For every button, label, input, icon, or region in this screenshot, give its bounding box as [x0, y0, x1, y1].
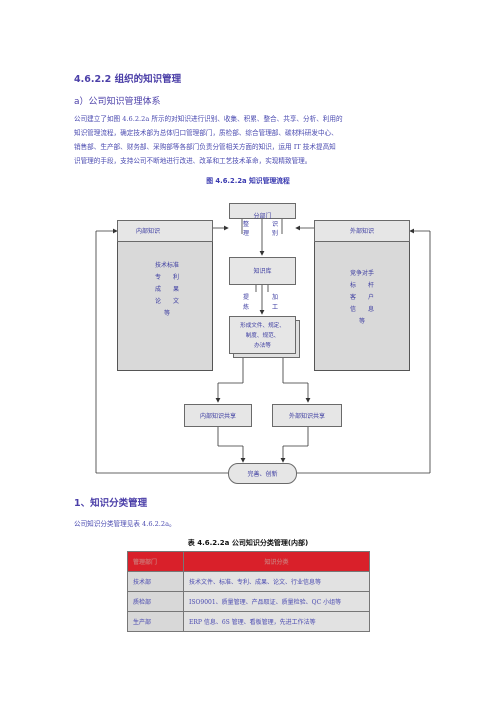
internal-knowledge-list: 技术标准 专 利 成 果 论 文 等 — [132, 260, 202, 340]
label-char: 炼 — [243, 304, 250, 311]
label-char: 加 — [272, 294, 279, 301]
external-knowledge-title: 外部知识 — [314, 220, 410, 242]
cell-department: 技术部 — [127, 571, 184, 592]
external-item: 标 杆 — [349, 282, 374, 289]
cell-department: 质检部 — [127, 591, 184, 612]
label-char: 工 — [272, 304, 279, 311]
label-char: 识 — [272, 221, 279, 228]
formed-docs-line: 形成文件、规定、 — [240, 323, 285, 329]
improve-box: 完善、创新 — [228, 463, 297, 484]
table-caption: 表 4.6.2.2a 公司知识分类管理(内部) — [187, 539, 309, 547]
table-header-row: 管理部门 知识分类 — [127, 551, 370, 572]
internal-item: 技术标准 — [154, 262, 179, 269]
table-row: 生产部 ERP 信息、6S 管理、看板管理，先进工作法等 — [127, 611, 370, 632]
collect-label-left: 整 理 — [243, 220, 249, 238]
table-row: 技术部 技术文件、标准、专利、成果、论文、行业信息等 — [127, 571, 370, 592]
external-share-box: 外部知识共享 — [272, 404, 342, 427]
knowledge-base-box: 知识库 — [229, 257, 296, 285]
external-item: 客 户 — [349, 294, 374, 301]
formed-docs-box: 形成文件、规定、 制度、规范、 办法等 — [229, 316, 296, 354]
cell-category: ERP 信息、6S 管理、看板管理，先进工作法等 — [183, 611, 370, 632]
internal-knowledge-panel — [117, 220, 213, 371]
paragraph-line: 知识管理流程，确定技术部为总体归口管理部门，质检部、综合管理部、碳材料研发中心、 — [74, 129, 338, 137]
external-knowledge-panel — [314, 220, 410, 371]
cell-department: 生产部 — [127, 611, 184, 632]
classification-text: 公司知识分类管理见表 4.6.2.2a。 — [74, 520, 176, 528]
label-char: 理 — [243, 230, 250, 237]
departments-box: 分部门 — [229, 203, 296, 220]
extract-label-left: 提 炼 — [243, 293, 249, 313]
figure-caption: 图 4.6.2.2a 知识管理流程 — [206, 177, 290, 185]
external-knowledge-list: 竞争对手 标 杆 客 户 信 息 等 — [327, 268, 397, 348]
external-item: 竞争对手 — [349, 270, 374, 277]
paragraph-line: 公司建立了如图 4.6.2.2a 所示的对知识进行识别、收集、积累、整合、共享、… — [74, 115, 343, 123]
label-char: 提 — [243, 294, 250, 301]
external-item: 等 — [358, 318, 365, 325]
formed-docs-line: 办法等 — [254, 343, 271, 349]
collect-label-right: 识 别 — [272, 220, 278, 238]
paragraph-line: 识管理的手段，支持公司不断地进行改进、改革和工艺技术革命，实现精致管理。 — [74, 157, 312, 165]
classification-title: 1、知识分类管理 — [74, 498, 148, 509]
label-char: 别 — [272, 230, 279, 237]
label-char: 整 — [243, 221, 250, 228]
internal-share-box: 内部知识共享 — [184, 404, 252, 427]
internal-item: 等 — [163, 310, 170, 317]
formed-docs-line: 制度、规范、 — [245, 333, 280, 339]
internal-item: 论 文 — [154, 298, 179, 305]
formed-docs-shadow — [233, 320, 300, 358]
section-title: 4.6.2.2 组织的知识管理 — [74, 74, 182, 85]
section-subtitle: a）公司知识管理体系 — [74, 97, 161, 107]
intro-paragraph: 公司建立了如图 4.6.2.2a 所示的对知识进行识别、收集、积累、整合、共享、… — [74, 112, 426, 168]
paragraph-line: 销售部、生产部、财务部、采购部等各部门负责分管相关方面的知识，运用 IT 技术提… — [74, 143, 336, 151]
external-item: 信 息 — [349, 306, 374, 313]
internal-knowledge-title: 内部知识 — [117, 220, 213, 242]
internal-item: 成 果 — [154, 286, 179, 293]
header-department: 管理部门 — [127, 551, 184, 572]
header-category: 知识分类 — [183, 551, 370, 572]
table-row: 质检部 ISO9001、质量管理、产品取证、质量检验、QC 小组等 — [127, 591, 370, 612]
internal-item: 专 利 — [154, 274, 179, 281]
cell-category: 技术文件、标准、专利、成果、论文、行业信息等 — [183, 571, 370, 592]
knowledge-classification-table: 管理部门 知识分类 技术部 技术文件、标准、专利、成果、论文、行业信息等 质检部… — [127, 551, 370, 632]
extract-label-right: 加 工 — [272, 293, 278, 313]
cell-category: ISO9001、质量管理、产品取证、质量检验、QC 小组等 — [183, 591, 370, 612]
